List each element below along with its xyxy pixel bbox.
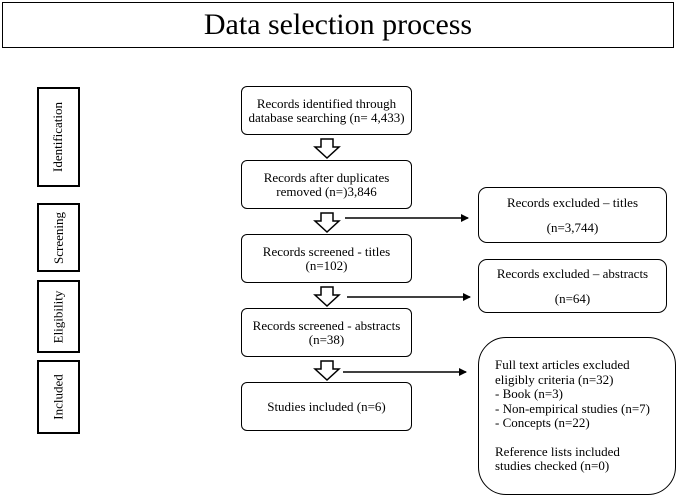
box-fulltext-excluded: Full text articles excluded eligibly cri… [478,337,676,495]
box-text: Records excluded – titles [506,194,639,210]
box-text: Records excluded – abstracts [496,265,649,281]
box-text: (n=3,744) [546,219,599,235]
box-text: - Non-empirical studies (n=7) [495,400,650,416]
box-text: Reference lists included [495,443,620,459]
box-text: Records after duplicates [263,169,390,185]
box-text: studies checked (n=0) [495,458,610,473]
box-text: Records identified through [256,95,397,111]
stage-screening: Screening [37,203,80,272]
box-text: - Book (n=3) [495,386,563,401]
hollow-down-arrow-icon [313,212,341,234]
box-text: Full text articles excluded [495,357,630,372]
box-records-identified: Records identified through database sear… [241,86,412,135]
box-text: Studies included (n=6) [267,398,386,414]
stage-included: Included [37,360,80,434]
box-studies-included: Studies included (n=6) [241,382,412,431]
box-text: (n=102) [305,257,348,273]
box-text: Records screened - titles [262,243,391,259]
box-excluded-titles: Records excluded – titles (n=3,744) [478,187,667,243]
box-text: (n=64) [554,290,591,306]
box-text: eligibly criteria (n=32) [495,371,614,387]
box-text: - Concepts (n=22) [495,415,590,430]
stage-identification: Identification [37,87,80,187]
box-after-duplicates: Records after duplicates removed (n=)3,8… [241,160,412,209]
box-screened-titles: Records screened - titles (n=102) [241,234,412,283]
box-text: Records screened - abstracts [252,317,401,333]
box-text: (n=38) [308,331,345,347]
box-screened-abstracts: Records screened - abstracts (n=38) [241,308,412,357]
hollow-down-arrow-icon [313,360,341,382]
box-excluded-abstracts: Records excluded – abstracts (n=64) [478,259,667,313]
hollow-down-arrow-icon [313,286,341,308]
box-text: removed (n=)3,846 [276,183,377,199]
diagram-title: Data selection process [2,2,674,48]
box-text: database searching (n= 4,433) [248,109,405,125]
hollow-down-arrow-icon [313,138,341,160]
stage-eligibility: Eligibility [37,280,80,353]
